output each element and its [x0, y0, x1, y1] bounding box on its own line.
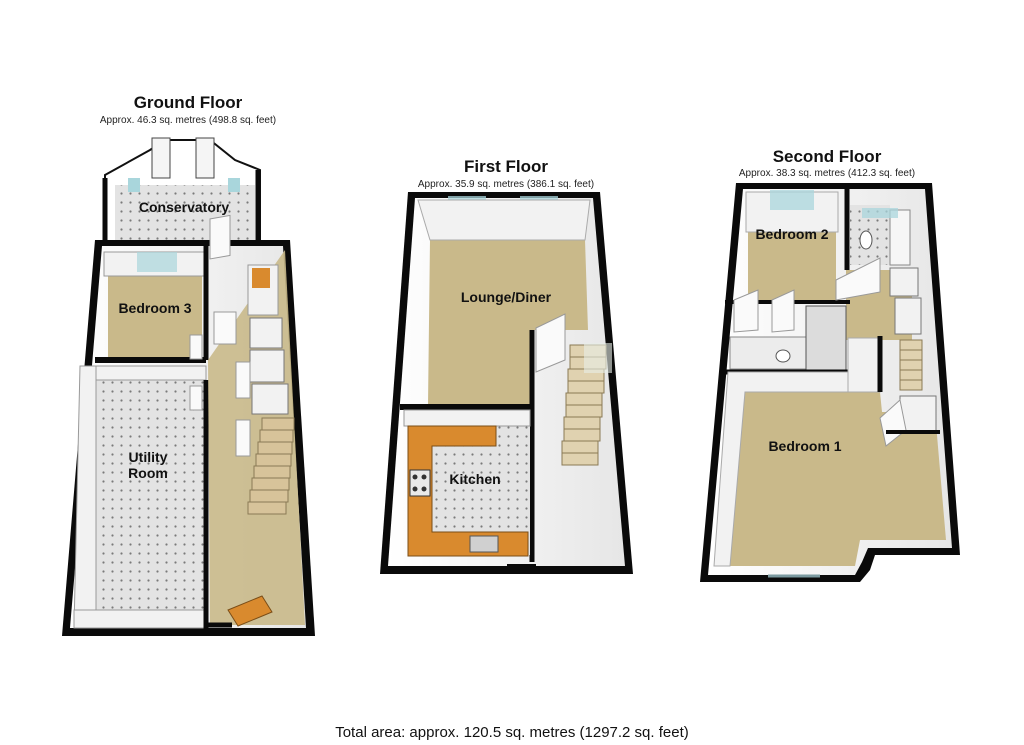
label-bedroom-3: Bedroom 3 — [118, 300, 191, 316]
second-floor-title: Second Floor — [772, 147, 882, 166]
ground-floor-title: Ground Floor — [133, 93, 243, 112]
label-kitchen: Kitchen — [449, 471, 500, 487]
total-area: Total area: approx. 120.5 sq. metres (12… — [335, 724, 689, 741]
label-lounge-diner: Lounge/Diner — [461, 289, 552, 305]
ground-floor-plan — [62, 137, 315, 636]
label-utility-room-line2: Room — [128, 465, 168, 481]
label-bedroom-2: Bedroom 2 — [755, 226, 828, 242]
first-floor-plan — [380, 192, 633, 574]
second-floor-plan — [700, 183, 960, 582]
ground-floor-area: Approx. 46.3 sq. metres (498.8 sq. feet) — [99, 115, 277, 126]
first-floor-title: First Floor — [463, 157, 549, 176]
label-bedroom-1: Bedroom 1 — [768, 438, 841, 454]
second-floor-area: Approx. 38.3 sq. metres (412.3 sq. feet) — [738, 168, 916, 179]
label-conservatory: Conservatory — [139, 199, 229, 215]
label-utility-room-line1: Utility — [129, 449, 168, 465]
first-floor-area: Approx. 35.9 sq. metres (386.1 sq. feet) — [417, 179, 595, 190]
